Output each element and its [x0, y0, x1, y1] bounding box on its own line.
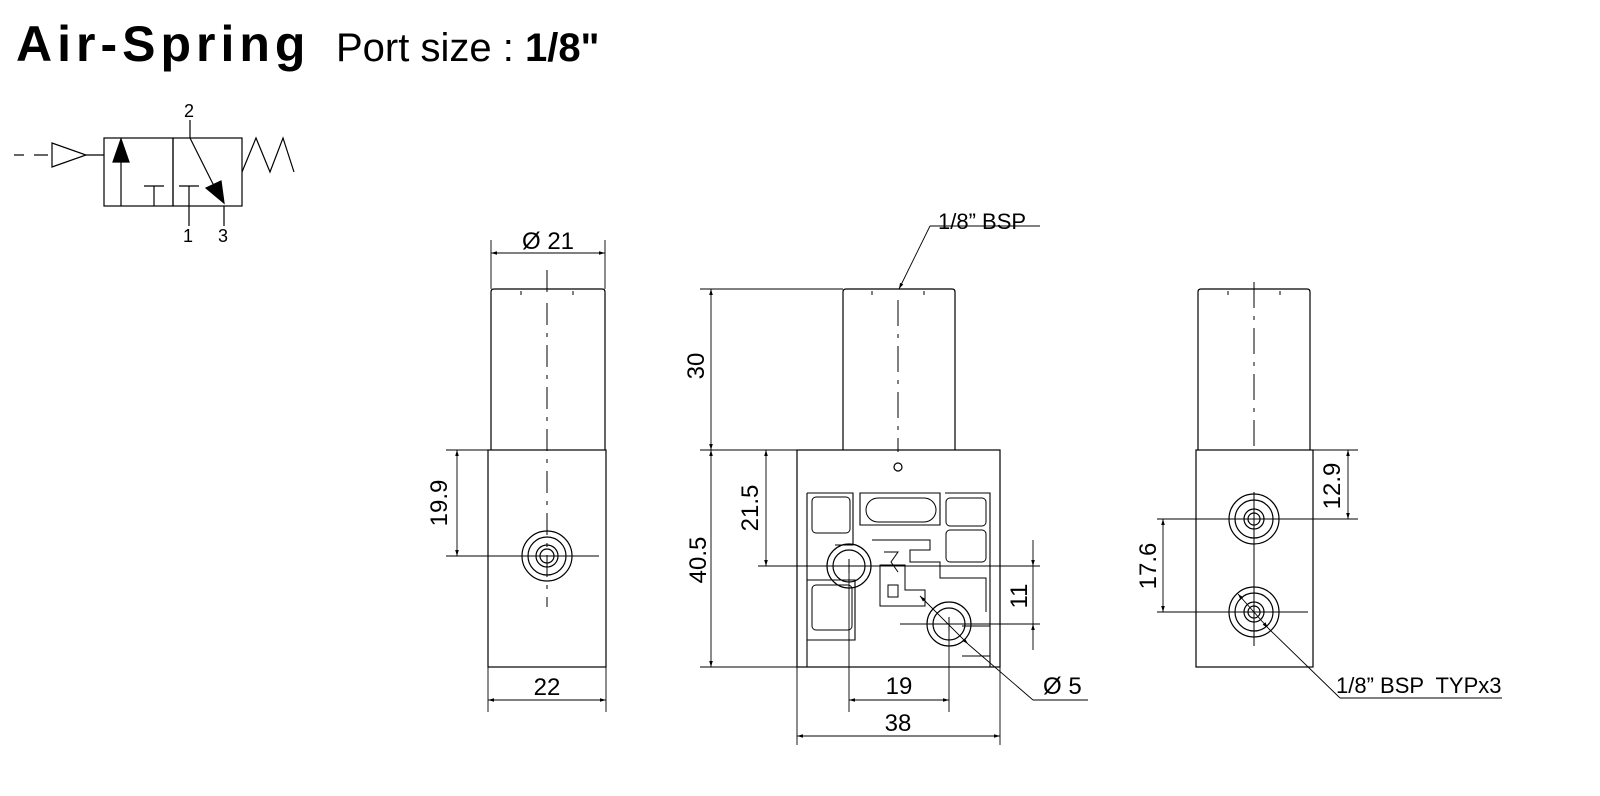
- valve-symbol: [14, 120, 295, 226]
- callout-side-ports: 1/8” BSP TYPx3: [1336, 673, 1502, 698]
- port-size-text: Port size :: [336, 26, 525, 70]
- callout-top-port: 1/8” BSP: [938, 209, 1026, 234]
- center-body: [796, 449, 1001, 668]
- dim-30: 30: [683, 353, 710, 380]
- port-3-label: 3: [218, 226, 228, 246]
- dim-dia-21: Ø 21: [522, 228, 574, 255]
- port-2-label: 2: [184, 101, 194, 121]
- center-view: [700, 225, 1088, 745]
- dim-17-6: 17.6: [1135, 543, 1162, 590]
- dim-12-9: 12.9: [1319, 463, 1346, 510]
- center-cylinder: [842, 288, 956, 450]
- dim-40-5: 40.5: [685, 537, 712, 584]
- port-size-value: 1/8": [524, 26, 600, 70]
- port-size-label: Port size : 1/8": [336, 20, 600, 76]
- flow-line-diag: [189, 137, 215, 187]
- dim-22: 22: [534, 674, 561, 701]
- left-cylinder: [490, 288, 606, 450]
- valve-box-left: [103, 137, 174, 207]
- right-view: [1157, 282, 1502, 699]
- pilot-triangle: [51, 142, 88, 168]
- port-1-label: 1: [183, 226, 193, 246]
- center-vent-hole: [893, 462, 903, 472]
- dim-11: 11: [1006, 584, 1033, 609]
- dim-19-9: 19.9: [426, 480, 453, 527]
- dim-19: 19: [886, 673, 913, 700]
- dim-dia-5: Ø 5: [1043, 673, 1082, 700]
- right-body: [1195, 449, 1314, 668]
- flow-arrow-up: [112, 137, 130, 163]
- product-title: Air-Spring: [16, 16, 311, 72]
- spring-icon: [241, 136, 295, 174]
- dim-21-5: 21.5: [737, 485, 764, 532]
- flow-arrow-diag: [204, 180, 225, 205]
- left-view: [446, 240, 607, 712]
- dim-38: 38: [885, 710, 912, 737]
